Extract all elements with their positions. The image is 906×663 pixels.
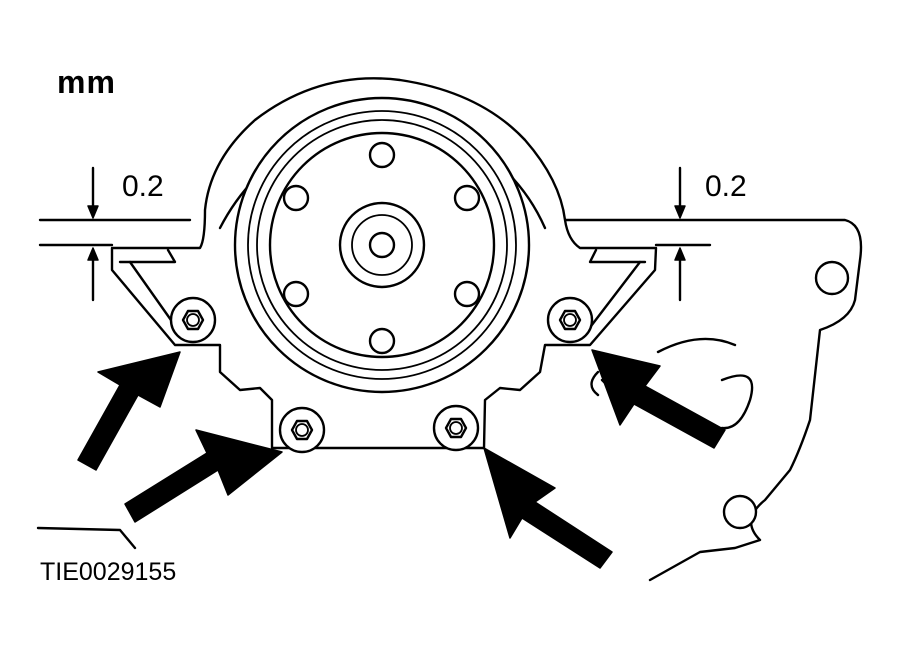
dimension-marker-right [654, 166, 712, 302]
unit-label: mm [57, 64, 116, 100]
reference-code: TIE0029155 [40, 558, 177, 586]
mounting-hole [814, 260, 850, 296]
arrow-pointer [483, 447, 613, 569]
arrow-pointer [124, 429, 283, 523]
pulley-hole [368, 327, 396, 355]
bolt [278, 406, 326, 454]
dimension-value-right: 0.2 [705, 170, 747, 203]
dimension-value-left: 0.2 [122, 170, 164, 203]
pulley-hole [282, 280, 310, 308]
bolt [546, 296, 594, 344]
arrow-pointer [77, 351, 181, 471]
arrow-pointer [591, 349, 726, 449]
pulley-hole [368, 141, 396, 169]
arrows [77, 349, 726, 569]
mounting-hole [722, 494, 758, 530]
left-block-edge [36, 218, 192, 550]
bolt [169, 296, 217, 344]
bolt [432, 404, 480, 452]
pulley-hole [453, 184, 481, 212]
pulley [233, 96, 531, 394]
engine-block-outline [558, 218, 863, 582]
pulley-hole [453, 280, 481, 308]
bolts [169, 296, 594, 454]
dimension-marker-left [87, 166, 99, 302]
pulley-hole [282, 184, 310, 212]
